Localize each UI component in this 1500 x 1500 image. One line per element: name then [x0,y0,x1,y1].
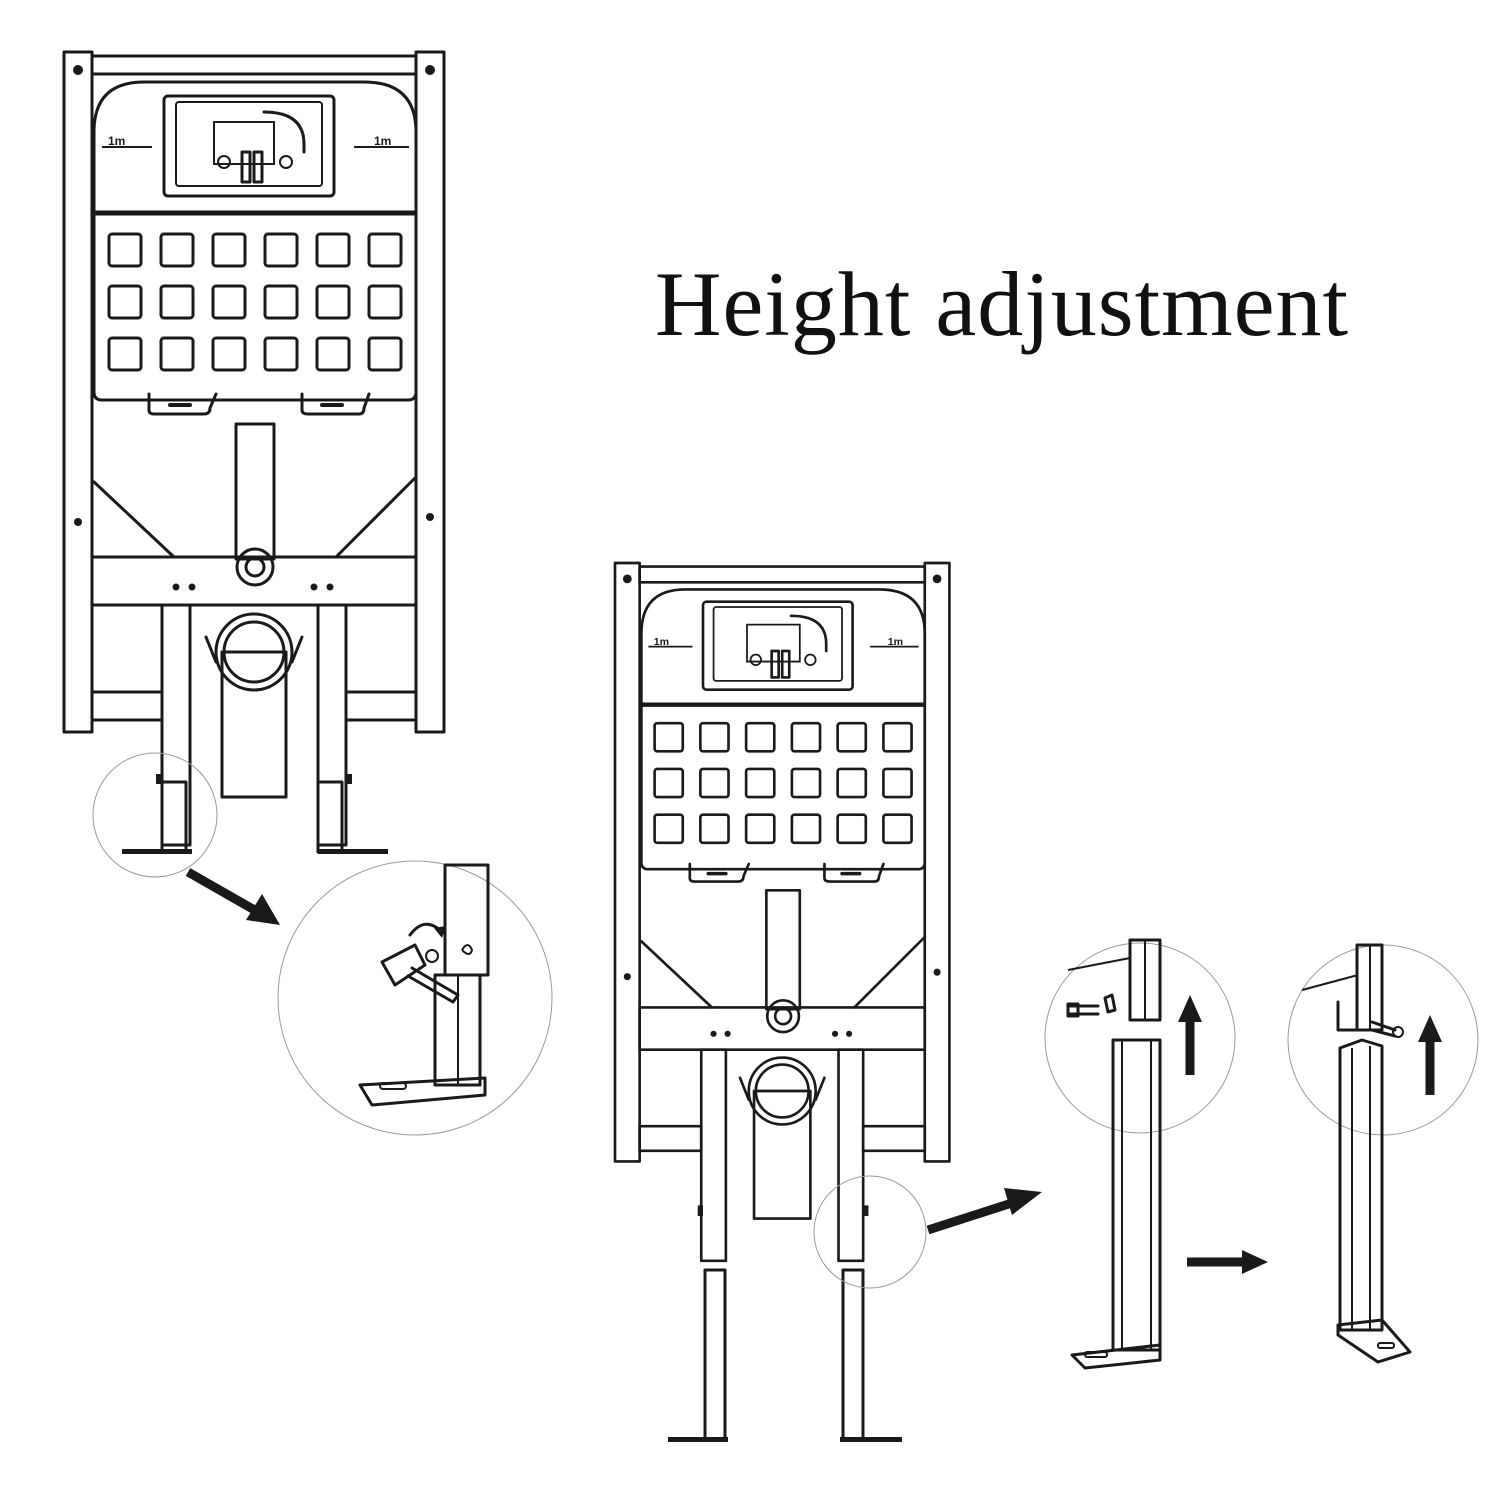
magnified-detail-2 [1044,938,1236,1370]
magnified-detail-3 [1287,943,1479,1364]
magnified-detail-1 [277,860,553,1136]
arrow-right-icon [1187,1250,1268,1274]
detached-legs [668,1268,902,1442]
frame-assembly-1: 1m 1m [62,50,446,854]
level-mark-left: 1m [108,134,125,148]
arrow-up-icon-1 [1178,995,1202,1075]
detail-circle-small-2 [813,1175,927,1289]
arrow-up-icon-2 [1418,1015,1442,1095]
detail-circle-small-1 [92,752,218,878]
arrow-down-right-icon [185,868,280,925]
frame-assembly-2: 1m 1m [613,561,951,1263]
page-title: Height adjustment [655,253,1350,355]
level-mark-right: 1m [374,134,391,148]
level-mark-right-2: 1m [888,636,903,648]
arrow-up-right-icon [926,1188,1042,1235]
level-mark-left-2: 1m [654,636,669,648]
